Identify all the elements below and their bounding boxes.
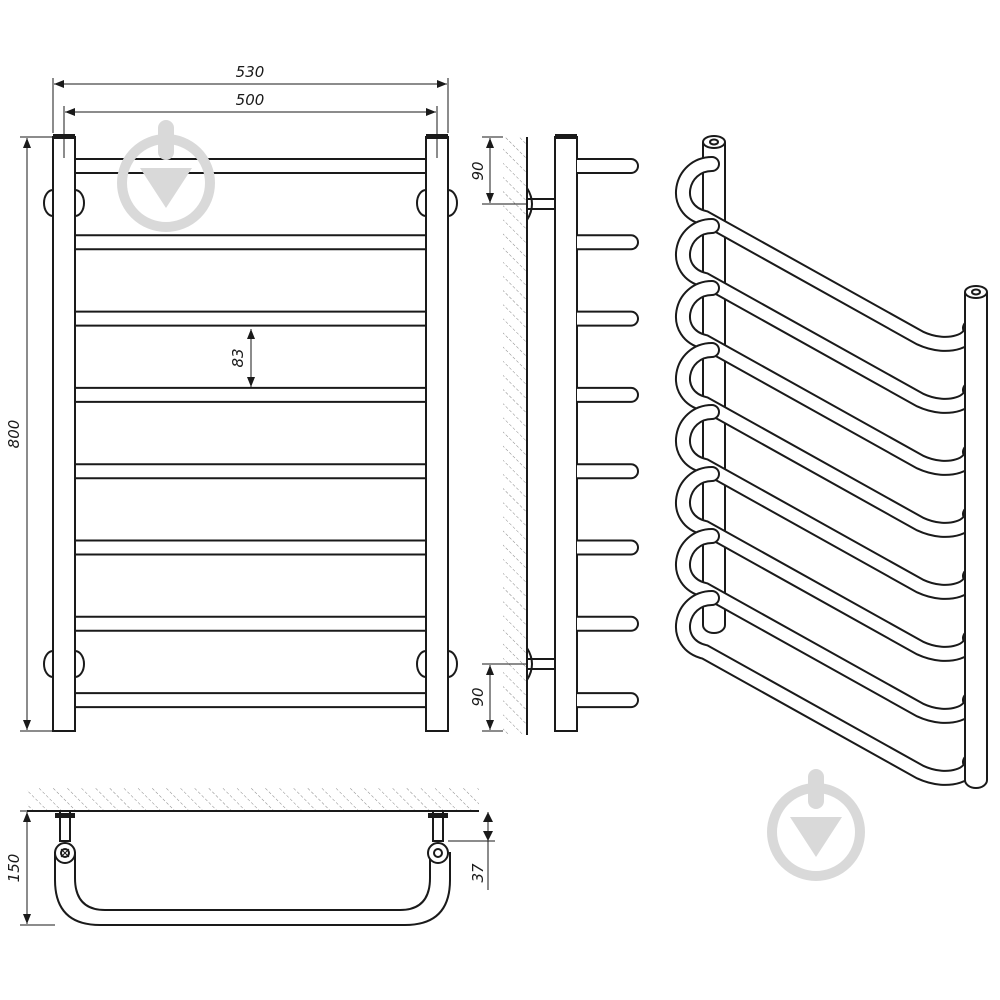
iso-rail-4 <box>675 342 979 538</box>
front-rail-5 <box>57 463 445 480</box>
side-rail-4 <box>577 386 639 403</box>
side-wall <box>503 137 527 735</box>
iso-right-post <box>964 292 988 789</box>
iso-rail-1 <box>675 156 979 352</box>
mount-top-left-r <box>74 189 85 217</box>
side-rail-7 <box>577 615 639 632</box>
front-rail-2 <box>57 234 445 251</box>
top-u-tube-inner <box>74 852 431 911</box>
dim-bottom-bracket: 90 <box>469 687 487 706</box>
front-rail-3 <box>57 310 445 327</box>
mount-bottom-right <box>416 650 427 678</box>
right-post <box>425 136 449 732</box>
watermark-icon-bottom <box>767 769 865 881</box>
dim-rail-width: 500 <box>236 91 265 109</box>
mount-bottom-left <box>43 650 54 678</box>
iso-rails <box>675 156 979 786</box>
mount-top-left <box>43 189 54 217</box>
side-rails <box>577 158 639 709</box>
iso-rail-7 <box>675 528 979 724</box>
top-u-tube-outer <box>54 852 451 926</box>
mount-bottom-right-r <box>447 650 458 678</box>
dim-rail-pitch: 83 <box>229 348 247 367</box>
mount-top-right-r <box>447 189 458 217</box>
left-post <box>52 136 76 732</box>
top-post-right <box>427 842 449 864</box>
top-view: 150 37 <box>5 787 495 926</box>
front-rail-4 <box>57 386 445 403</box>
mount-top-right <box>416 189 427 217</box>
iso-rail-8 <box>675 590 979 786</box>
mount-bottom-left-r <box>74 650 85 678</box>
iso-rail-5 <box>675 404 979 600</box>
dim-top-bracket: 90 <box>469 161 487 180</box>
iso-rail-6 <box>675 466 979 662</box>
watermark-icon-top <box>117 120 215 232</box>
side-view: 90 90 <box>469 134 639 735</box>
front-rail-1 <box>57 158 445 174</box>
dim-depth: 150 <box>5 854 23 883</box>
front-rail-6 <box>57 539 445 556</box>
top-bracket-left <box>59 810 71 842</box>
front-rail-7 <box>57 615 445 632</box>
side-rail-2 <box>577 234 639 251</box>
side-rail-1 <box>577 158 639 174</box>
front-view <box>43 134 458 732</box>
side-rail-5 <box>577 463 639 480</box>
dim-overall-height: 800 <box>5 420 23 449</box>
dim-overall-width: 530 <box>236 63 265 81</box>
side-post <box>554 136 578 732</box>
front-rail-8 <box>57 692 445 709</box>
dim-bracket-depth: 37 <box>469 863 487 883</box>
front-rails <box>57 158 445 709</box>
side-rail-3 <box>577 310 639 327</box>
iso-rail-3 <box>675 280 979 476</box>
side-rail-6 <box>577 539 639 556</box>
top-wall <box>27 787 479 811</box>
side-rail-8 <box>577 692 639 709</box>
iso-left-post <box>702 142 726 634</box>
top-bracket-right <box>432 810 444 842</box>
iso-rail-2 <box>675 218 979 414</box>
iso-view <box>675 135 988 789</box>
front-dimensions: 530 500 800 83 <box>5 63 449 732</box>
